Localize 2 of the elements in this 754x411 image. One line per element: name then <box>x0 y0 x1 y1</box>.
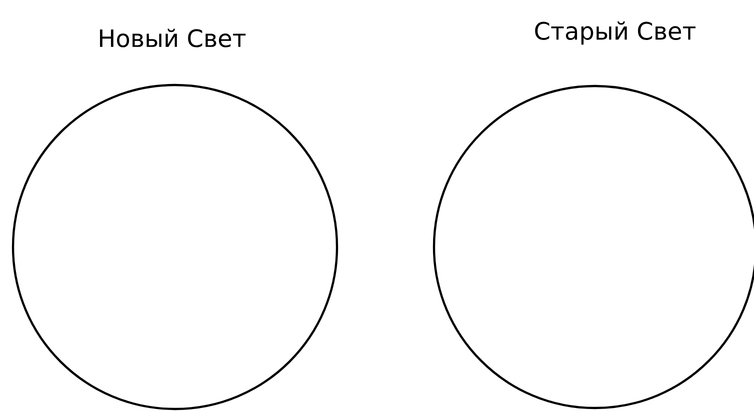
heading: Старый Свет <box>535 21 696 45</box>
heading: Новый Свет <box>100 28 246 48</box>
